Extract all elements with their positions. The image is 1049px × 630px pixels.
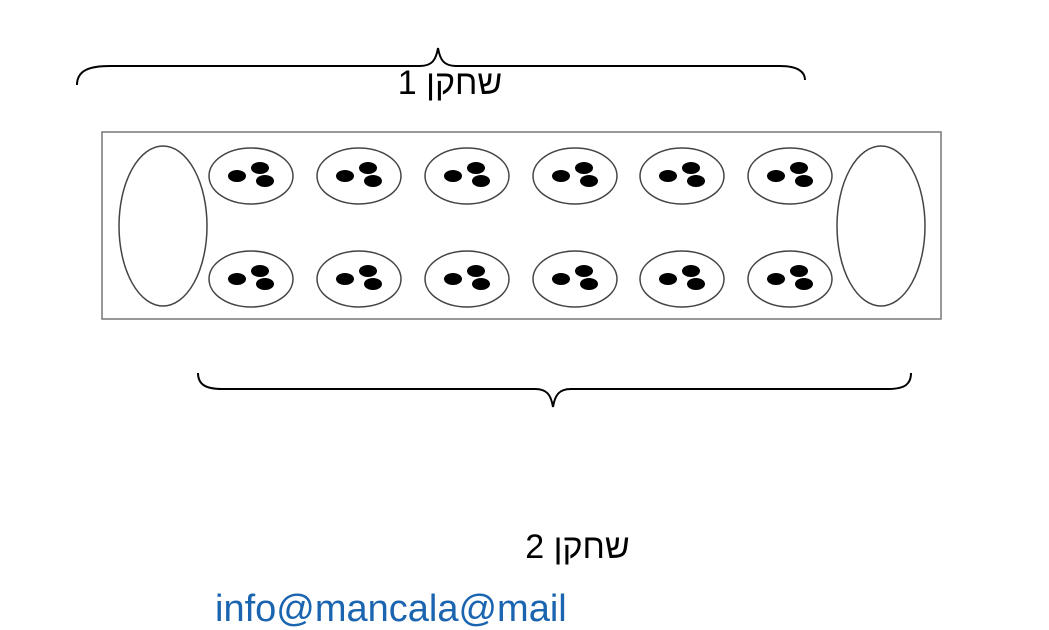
seed [336, 273, 354, 285]
pit-r2-c4 [532, 250, 618, 308]
seed [251, 265, 269, 277]
seed [467, 265, 485, 277]
seed [444, 170, 462, 182]
seed [659, 170, 677, 182]
seed [228, 273, 246, 285]
cut-off-footer-text: info@mancala@mail [215, 588, 567, 630]
seed [359, 265, 377, 277]
seed [472, 175, 490, 187]
seed [336, 170, 354, 182]
seed [251, 162, 269, 174]
seed [790, 265, 808, 277]
seed [580, 175, 598, 187]
pit-r2-c6 [747, 250, 833, 308]
pit-r1-c3 [424, 147, 510, 205]
seed [687, 278, 705, 290]
player-2-label: שחקן 2 [525, 528, 630, 566]
seed [228, 170, 246, 182]
pit-r2-c3 [424, 250, 510, 308]
top-brace [76, 47, 806, 86]
bottom-brace [197, 372, 912, 408]
seed [359, 162, 377, 174]
seed [364, 278, 382, 290]
seed [575, 265, 593, 277]
seed [444, 273, 462, 285]
seed [467, 162, 485, 174]
seed [552, 170, 570, 182]
seed [256, 175, 274, 187]
pit-r2-c2 [316, 250, 402, 308]
pit-r1-c4 [532, 147, 618, 205]
pit-r1-c6 [747, 147, 833, 205]
seed [580, 278, 598, 290]
seed [687, 175, 705, 187]
pit-r1-c1 [208, 147, 294, 205]
store-left [118, 145, 208, 307]
mancala-diagram [76, 47, 942, 408]
seed [790, 162, 808, 174]
pits [208, 147, 833, 308]
seed [364, 175, 382, 187]
pit-r2-c5 [639, 250, 725, 308]
pit-r2-c1 [208, 250, 294, 308]
seed [472, 278, 490, 290]
seed [682, 162, 700, 174]
seed [682, 265, 700, 277]
seed [575, 162, 593, 174]
store-right [836, 145, 926, 307]
pit-r1-c2 [316, 147, 402, 205]
player-1-label: שחקן 1 [397, 64, 503, 102]
seed [767, 170, 785, 182]
seed [552, 273, 570, 285]
seed [256, 278, 274, 290]
seed [767, 273, 785, 285]
seed [795, 175, 813, 187]
seed [795, 278, 813, 290]
pit-r1-c5 [639, 147, 725, 205]
seed [659, 273, 677, 285]
